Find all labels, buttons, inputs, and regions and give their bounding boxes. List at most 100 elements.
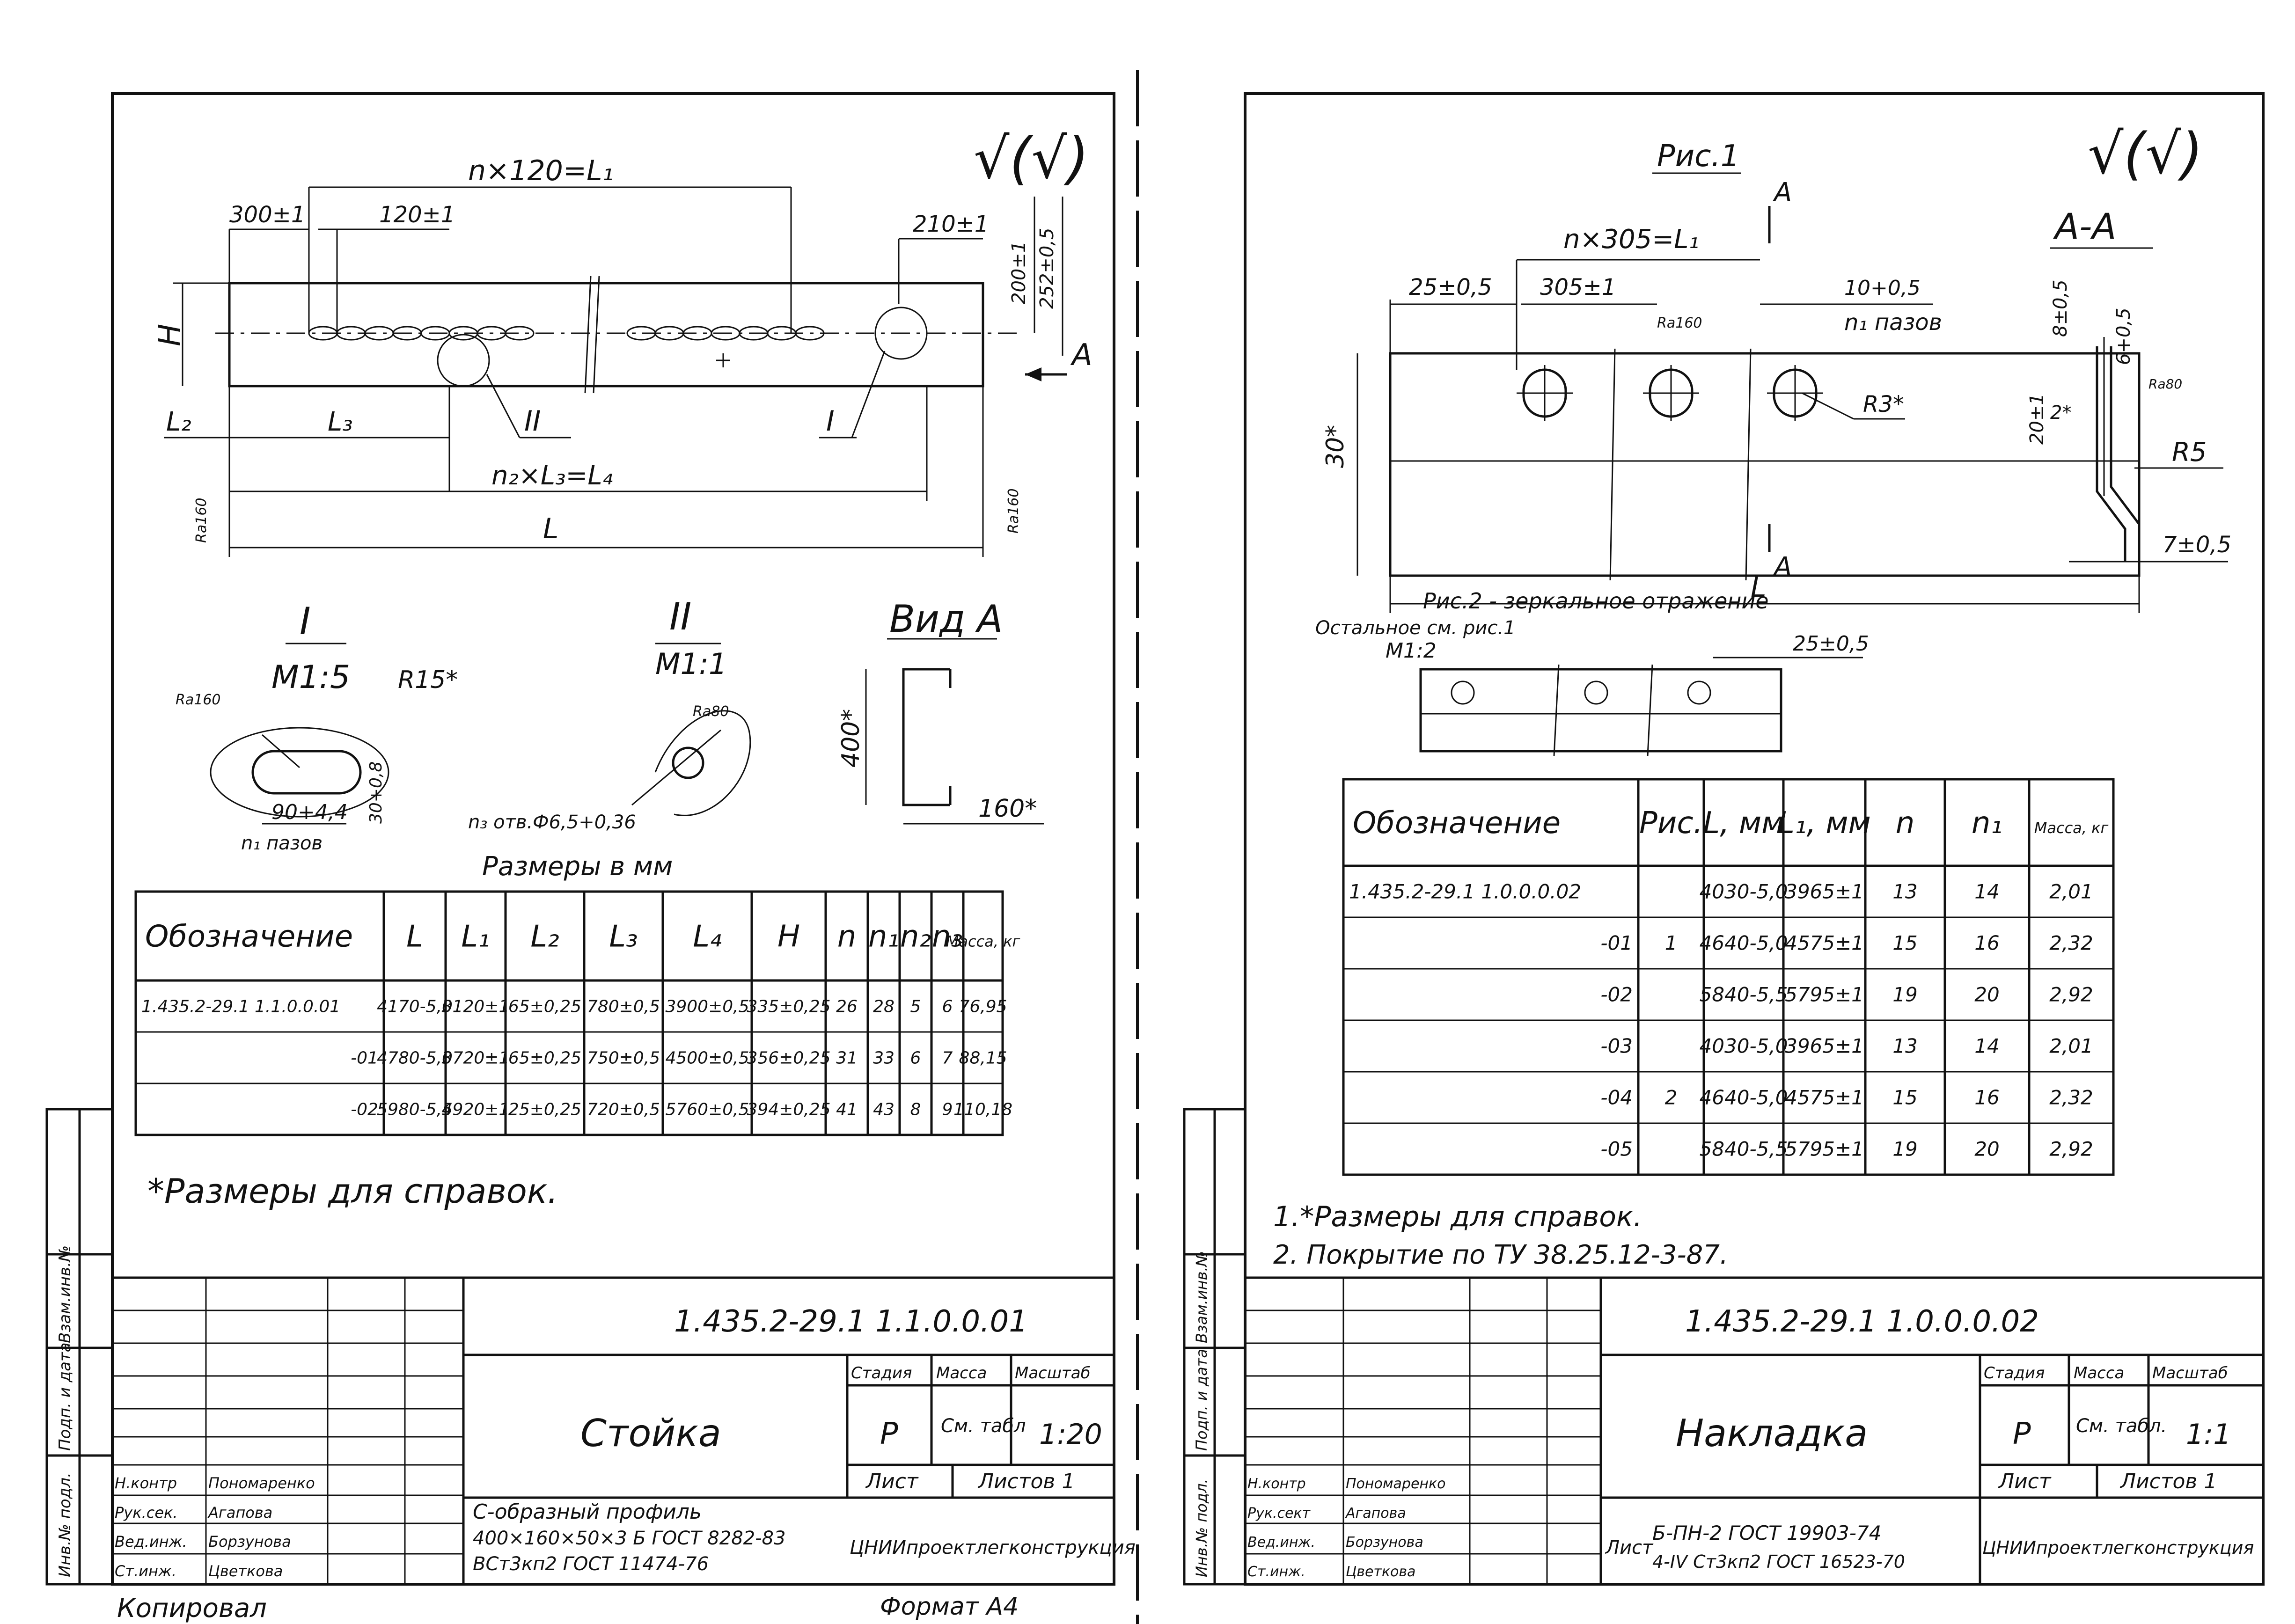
view-A-title: Вид А — [889, 597, 1003, 641]
left-dim-nL1: n×120=L₁ — [468, 154, 614, 187]
right-tb-role-4: Ст.инж. — [1247, 1564, 1305, 1580]
left-table-header-6: H — [777, 919, 800, 954]
left-view-A-marker: A — [1070, 338, 1093, 373]
left-tb-org: ЦНИИпроектлегконструкция — [850, 1537, 1136, 1558]
right-table-cell-1-4: 15 — [1892, 932, 1917, 955]
detail-I-scale: M1:5 — [271, 659, 350, 696]
right-table-cell-1-1: 1 — [1665, 932, 1678, 955]
right-table-cell-4-1: 2 — [1665, 1086, 1678, 1109]
right-table-cell-3-2: 4030-5,0 — [1700, 1035, 1788, 1058]
right-table-cell-0-4: 13 — [1892, 880, 1917, 903]
right-tb-name: Накладка — [1676, 1412, 1868, 1455]
left-units-note: Размеры в мм — [482, 851, 673, 882]
detail-I-number: I — [300, 600, 311, 643]
right-table-cell-0-5: 14 — [1974, 880, 1999, 903]
right-table-cell-2-0: -02 — [1600, 983, 1633, 1006]
left-tb-name-2: Агапова — [207, 1504, 272, 1522]
left-table-cell-0-6: 335±0,25 — [747, 997, 830, 1017]
left-table-cell-0-0: 1.435.2-29.1 1.1.0.0.01 — [141, 997, 340, 1017]
left-tb-role-3: Вед.инж. — [115, 1533, 187, 1551]
left-side-label-1: Инв.№ подл. — [56, 1472, 74, 1577]
left-table-cell-2-3: 25±0,25 — [508, 1100, 581, 1119]
left-roughness-1: Ra160 — [193, 498, 210, 543]
right-sec-dim-20: 20±1 — [2026, 393, 2048, 445]
right-table-cell-2-6: 2,92 — [2049, 983, 2093, 1006]
detail-I-slots: n₁ пазов — [241, 833, 323, 854]
left-note: *Размеры для справок. — [147, 1171, 558, 1211]
left-table-cell-2-0: -02 — [351, 1100, 378, 1119]
right-sec-dim-2: 2* — [2050, 402, 2071, 424]
detail-II-scale: M1:1 — [655, 647, 727, 681]
right-table-cell-0-2: 4030-5,0 — [1700, 880, 1788, 903]
left-table-cell-1-6: 356±0,25 — [747, 1049, 830, 1068]
right-table-header-4: n — [1896, 806, 1915, 841]
left-table-cell-2-8: 43 — [873, 1100, 895, 1119]
detail-II-roughness: Ra80 — [693, 703, 729, 720]
left-dim-252: 252±0,5 — [1036, 228, 1058, 309]
right-table-cell-0-3: 3965±1 — [1785, 880, 1864, 903]
left-tb-mass-h: Масса — [936, 1364, 987, 1383]
left-table-cell-2-7: 41 — [836, 1100, 858, 1119]
left-tb-scale: 1:20 — [1039, 1418, 1102, 1451]
right-table-cell-2-3: 5795±1 — [1785, 983, 1864, 1006]
left-tb-stage: Р — [880, 1417, 898, 1451]
left-tb-name: Стойка — [580, 1412, 721, 1455]
right-tb-role-3: Вед.инж. — [1247, 1534, 1315, 1551]
right-table-cell-5-5: 20 — [1974, 1138, 1999, 1161]
left-table-cell-0-2: 3120±1 — [442, 997, 510, 1017]
right-dim-10: 10+0,5 — [1844, 276, 1921, 300]
right-table-cell-2-5: 20 — [1974, 983, 1999, 1006]
right-fig2-scale: М1:2 — [1386, 639, 1437, 663]
right-table-cell-1-0: -01 — [1600, 932, 1633, 955]
right-dim-ra160: Ra160 — [1657, 315, 1702, 331]
right-dim-L: L — [1751, 571, 1766, 604]
right-title-block: 1.435.2-29.1 1.0.0.0.02 Накладка Стадия … — [1245, 1276, 2263, 1584]
left-table-cell-2-5: 5760±0,5 — [665, 1100, 749, 1119]
right-table-header-6: Масса, кг — [2034, 819, 2109, 837]
left-callout-II: II — [524, 405, 541, 438]
detail-I-roughness: Ra160 — [176, 692, 221, 708]
detail-II-holes: n₃ отв.Ф6,5+0,36 — [468, 812, 636, 833]
left-table-cell-2-4: 720±0,5 — [587, 1100, 660, 1119]
left-dim-210: 210±1 — [913, 211, 989, 237]
left-table-header-4: L₃ — [609, 919, 638, 954]
left-table-cell-2-6: 394±0,25 — [747, 1100, 830, 1119]
right-table-header-1: Рис. — [1639, 806, 1703, 841]
right-table-cell-4-3: 4575±1 — [1785, 1086, 1864, 1109]
left-tb-stage-h: Стадия — [851, 1364, 912, 1383]
right-section-marker-top: А — [1773, 177, 1792, 208]
left-dim-L: L — [543, 512, 558, 545]
right-table-cell-3-3: 3965±1 — [1785, 1035, 1864, 1058]
right-section-title: А-А — [2053, 205, 2116, 247]
right-table-cell-5-4: 19 — [1892, 1138, 1917, 1161]
left-table-cell-1-8: 33 — [873, 1049, 895, 1068]
right-table-cell-3-0: -03 — [1600, 1035, 1633, 1058]
right-table-cell-4-5: 16 — [1974, 1086, 1999, 1109]
left-table-cell-0-3: 65±0,25 — [508, 997, 581, 1017]
right-dim-25: 25±0,5 — [1409, 274, 1492, 300]
left-tb-name-4: Цветкова — [208, 1562, 283, 1580]
right-side-label-2: Подп. и дата — [1193, 1349, 1210, 1451]
left-table-cell-1-9: 6 — [910, 1049, 921, 1068]
right-sec-ra80: Ra80 — [2148, 376, 2182, 392]
right-fig2-note2: Остальное см. рис.1 — [1315, 617, 1516, 639]
right-side-label-1: Инв.№ подл. — [1193, 1478, 1210, 1577]
right-tb-name-3: Борзунова — [1346, 1534, 1423, 1551]
left-table-cell-0-11: 76,95 — [959, 997, 1007, 1017]
left-slot-row — [308, 326, 825, 341]
right-sec-r5: R5 — [2172, 437, 2207, 468]
left-table-cell-2-1: 5980-5,5 — [377, 1100, 453, 1119]
left-callout-I: I — [826, 405, 835, 438]
left-table-cell-2-11: 110,18 — [953, 1100, 1012, 1119]
left-table-cell-1-10: 7 — [942, 1049, 953, 1068]
right-tb-scale-h: Масштаб — [2152, 1364, 2228, 1383]
right-sec-dim-7: 7±0,5 — [2163, 532, 2231, 558]
left-table-cell-2-9: 8 — [910, 1100, 921, 1119]
right-tb-scale: 1:1 — [2186, 1418, 2231, 1451]
left-table-header-8: n₁ — [868, 919, 899, 954]
left-surface-mark: √(√) — [974, 126, 1089, 191]
left-table-cell-1-11: 88,15 — [959, 1049, 1007, 1068]
right-surface-mark: √(√) — [2088, 122, 2203, 187]
left-tb-sheets: Листов 1 — [977, 1470, 1075, 1493]
right-plate — [1389, 352, 2141, 577]
